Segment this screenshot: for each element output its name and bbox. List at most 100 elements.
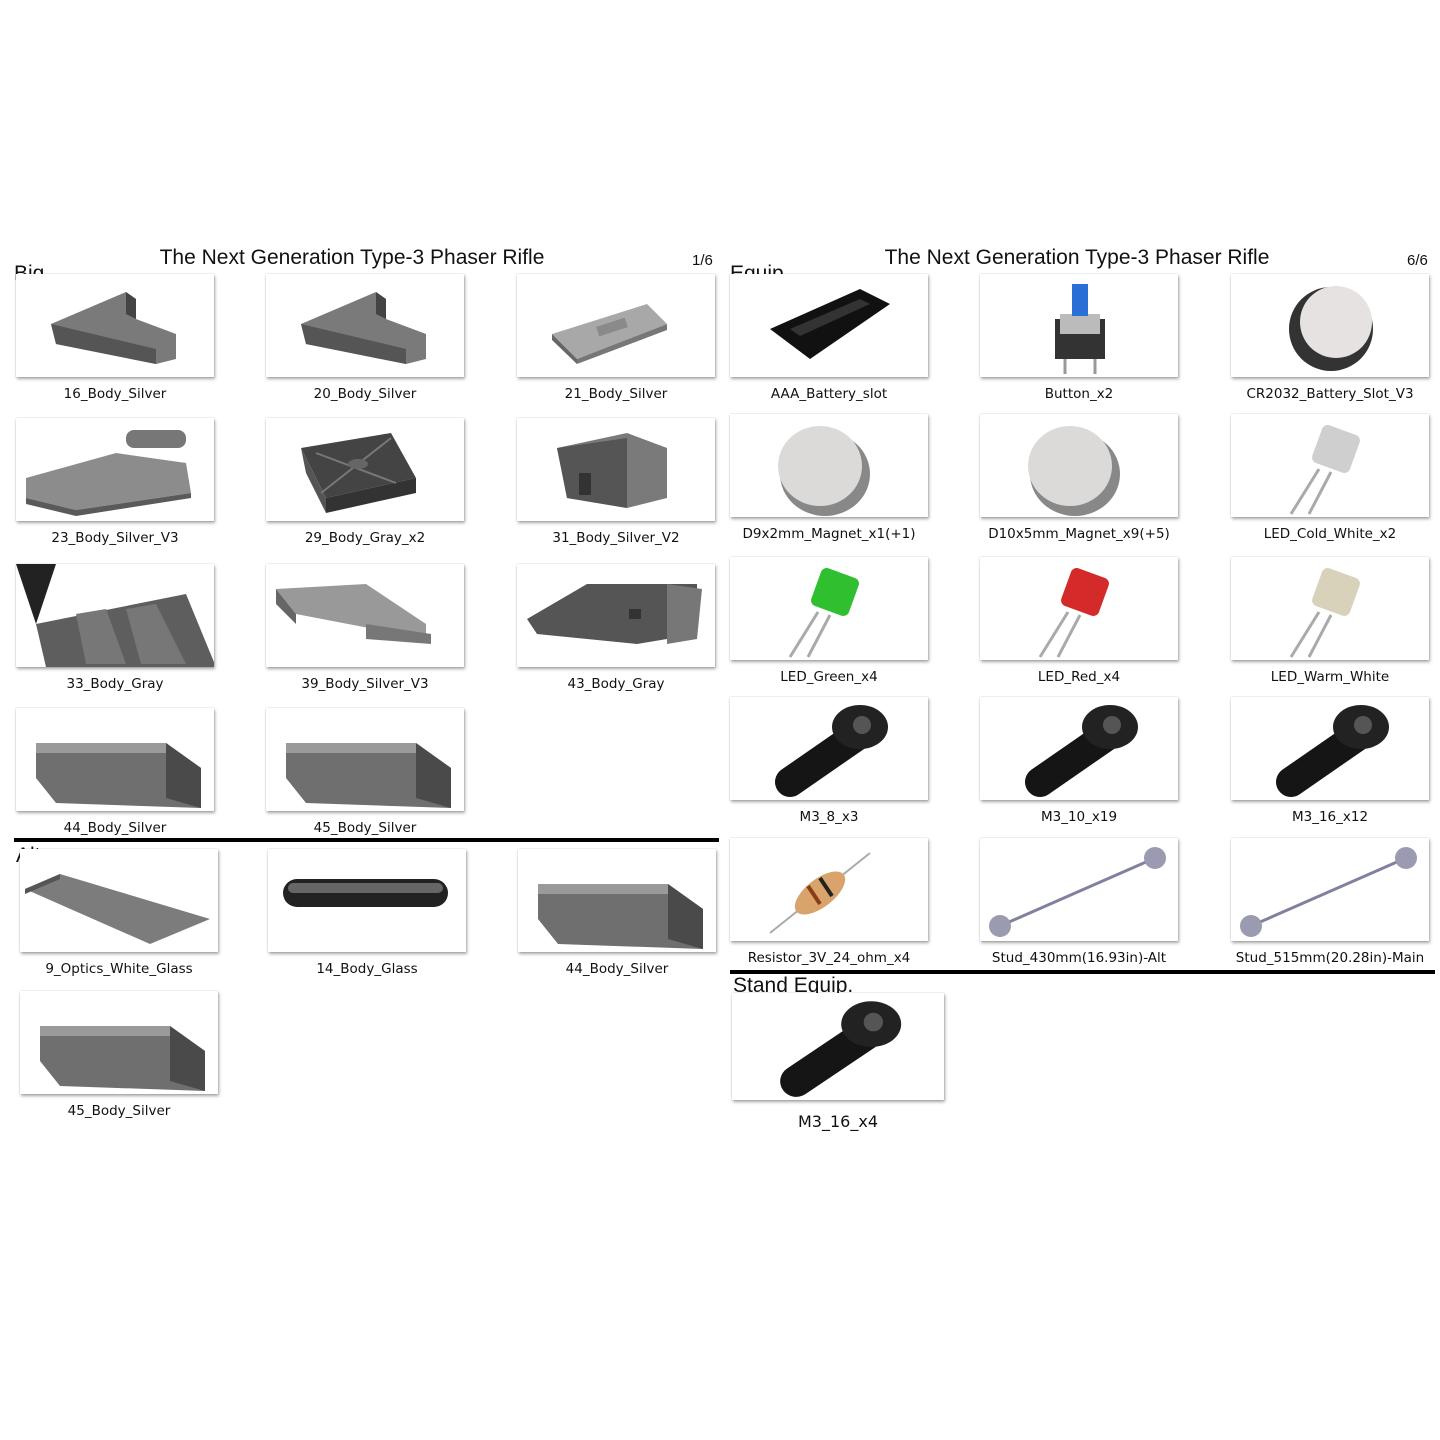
bracket-part-image [301, 292, 426, 364]
part-thumbnail [517, 564, 715, 667]
part-thumbnail [20, 849, 218, 952]
part-thumbnail [732, 993, 944, 1100]
section-label-stand-equip: Stand Equip. [733, 974, 854, 997]
part-thumbnail [517, 418, 715, 521]
sheet-title: The Next Generation Type-3 Phaser Rifle [159, 246, 545, 269]
stud-part-image [1240, 847, 1417, 937]
part-thumbnail [980, 414, 1178, 517]
page-number: 1/6 [692, 252, 713, 269]
wedge-part-image [527, 584, 702, 644]
part-card: LED_Warm_White [1231, 557, 1429, 685]
part-label: LED_Cold_White_x2 [1263, 526, 1397, 542]
part-card: 39_Body_Silver_V3 [266, 564, 464, 692]
part-thumbnail [980, 838, 1178, 941]
part-thumbnail [517, 274, 715, 377]
part-card: Resistor_3V_24_ohm_x4 [730, 838, 928, 966]
cupbox-part-image [301, 433, 416, 513]
part-thumbnail [16, 418, 214, 521]
plate-part-image [552, 304, 667, 364]
part-thumbnail [518, 849, 716, 952]
sight-part-image [557, 433, 667, 508]
page-number: 6/6 [1407, 252, 1428, 269]
part-card: D10x5mm_Magnet_x9(+5) [980, 414, 1178, 542]
part-label: M3_8_x3 [799, 809, 859, 825]
part-label: M3_16_x12 [1291, 809, 1369, 825]
housing2-part-image [36, 743, 201, 808]
stud-part-image [989, 847, 1166, 937]
part-thumbnail [20, 991, 218, 1094]
bracket-part-image [51, 292, 176, 364]
led-part-image [1289, 568, 1360, 658]
screw-part-image [1025, 705, 1138, 797]
part-label: 20_Body_Silver [313, 386, 417, 402]
coin-part-image [1289, 286, 1373, 371]
part-card: 33_Body_Gray [16, 564, 214, 692]
part-card: AAA_Battery_slot [730, 274, 928, 402]
part-thumbnail [1231, 557, 1429, 660]
part-label: 23_Body_Silver_V3 [51, 530, 179, 546]
part-card: M3_16_x12 [1231, 697, 1429, 825]
part-thumbnail [266, 418, 464, 521]
part-thumbnail [16, 274, 214, 377]
part-card: 44_Body_Silver [518, 849, 716, 977]
part-card: 21_Body_Silver [517, 274, 715, 402]
part-card: 31_Body_Silver_V2 [517, 418, 715, 546]
part-card: LED_Cold_White_x2 [1231, 414, 1429, 542]
part-thumbnail [730, 697, 928, 800]
part-card: Stud_515mm(20.28in)-Main [1231, 838, 1429, 966]
part-thumbnail [730, 838, 928, 941]
part-card: D9x2mm_Magnet_x1(+1) [730, 414, 928, 542]
part-label: 45_Body_Silver [313, 820, 417, 836]
magnet-part-image [778, 426, 870, 516]
part-card: 45_Body_Silver [266, 708, 464, 836]
part-label: 39_Body_Silver_V3 [301, 676, 429, 692]
part-thumbnail [16, 564, 214, 667]
part-label: D10x5mm_Magnet_x9(+5) [988, 526, 1170, 542]
tray-part-image [26, 430, 191, 516]
part-thumbnail [980, 557, 1178, 660]
housing2-part-image [538, 884, 703, 949]
part-label: 43_Body_Gray [567, 676, 665, 692]
part-card: 20_Body_Silver [266, 274, 464, 402]
part-label: Resistor_3V_24_ohm_x4 [747, 950, 911, 966]
part-card: Button_x2 [980, 274, 1178, 402]
housing2-part-image [286, 743, 451, 808]
part-label: 44_Body_Silver [63, 820, 167, 836]
part-label: Stud_515mm(20.28in)-Main [1235, 950, 1425, 966]
resistor-part-image [769, 852, 871, 934]
part-thumbnail [730, 414, 928, 517]
part-label: M3_16_x4 [798, 1112, 878, 1131]
part-thumbnail [1231, 838, 1429, 941]
part-label: 9_Optics_White_Glass [45, 961, 193, 977]
part-card: M3_16_x4 [732, 993, 944, 1131]
section-divider [730, 970, 1435, 974]
part-label: Button_x2 [1044, 386, 1114, 402]
section-divider [14, 838, 719, 842]
part-card: 29_Body_Gray_x2 [266, 418, 464, 546]
part-label: AAA_Battery_slot [770, 386, 888, 402]
part-label: LED_Warm_White [1270, 669, 1390, 685]
part-thumbnail [730, 274, 928, 377]
screw-part-image [780, 1001, 902, 1097]
part-card: 23_Body_Silver_V3 [16, 418, 214, 546]
led-part-image [1289, 425, 1360, 515]
button-part-image [1055, 284, 1105, 374]
led-part-image [1038, 568, 1109, 658]
part-card: 45_Body_Silver [20, 991, 218, 1119]
part-card: CR2032_Battery_Slot_V3 [1231, 274, 1429, 402]
screw-part-image [1276, 705, 1389, 797]
part-card: M3_10_x19 [980, 697, 1178, 825]
part-card: 16_Body_Silver [16, 274, 214, 402]
part-thumbnail [16, 708, 214, 811]
magnet-part-image [1028, 426, 1120, 516]
part-thumbnail [266, 274, 464, 377]
part-thumbnail [980, 697, 1178, 800]
part-thumbnail [1231, 274, 1429, 377]
part-label: LED_Red_x4 [1037, 669, 1121, 685]
part-thumbnail [266, 708, 464, 811]
base-part-image [16, 564, 214, 667]
part-label: LED_Green_x4 [780, 669, 878, 685]
part-label: CR2032_Battery_Slot_V3 [1246, 386, 1414, 402]
part-card: LED_Red_x4 [980, 557, 1178, 685]
part-label: 31_Body_Silver_V2 [552, 530, 680, 546]
